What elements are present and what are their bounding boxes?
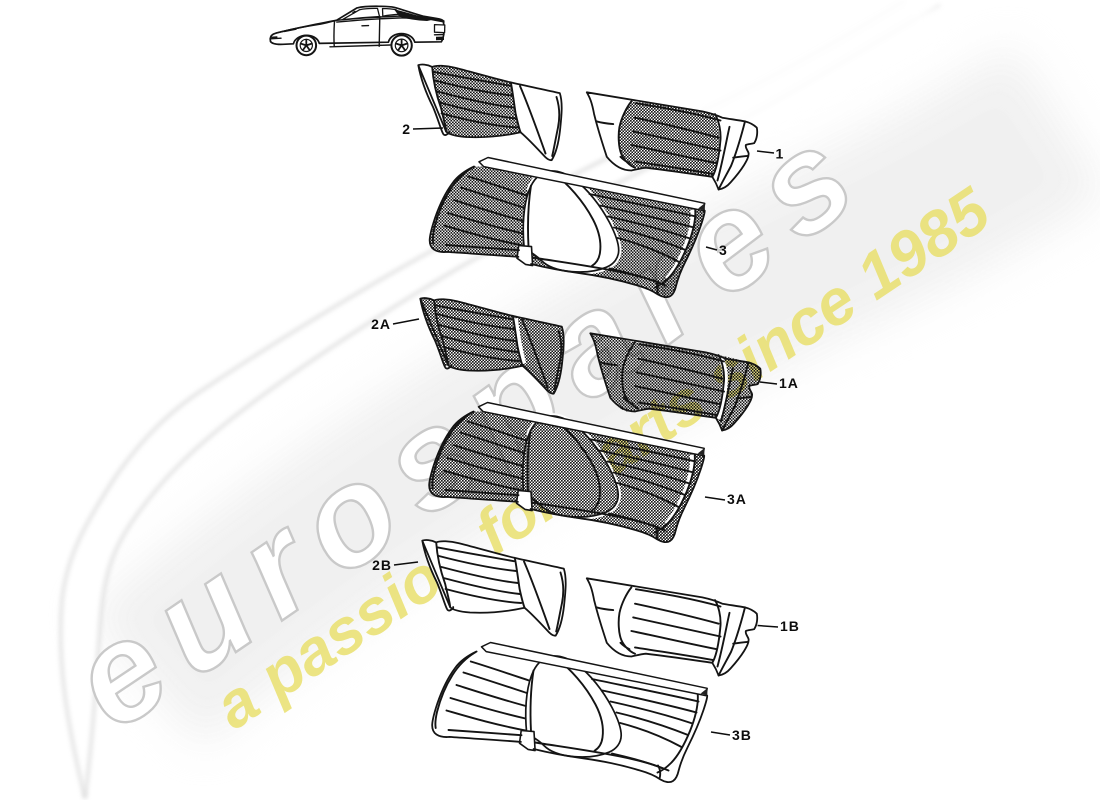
svg-text:3A: 3A bbox=[727, 491, 747, 507]
svg-text:1B: 1B bbox=[780, 618, 800, 634]
svg-text:3B: 3B bbox=[732, 727, 752, 743]
svg-text:2B: 2B bbox=[372, 557, 392, 573]
svg-text:2: 2 bbox=[402, 121, 411, 137]
svg-text:1A: 1A bbox=[779, 375, 799, 391]
svg-text:1: 1 bbox=[776, 146, 785, 162]
svg-text:2A: 2A bbox=[371, 316, 391, 332]
svg-text:3: 3 bbox=[719, 242, 728, 258]
